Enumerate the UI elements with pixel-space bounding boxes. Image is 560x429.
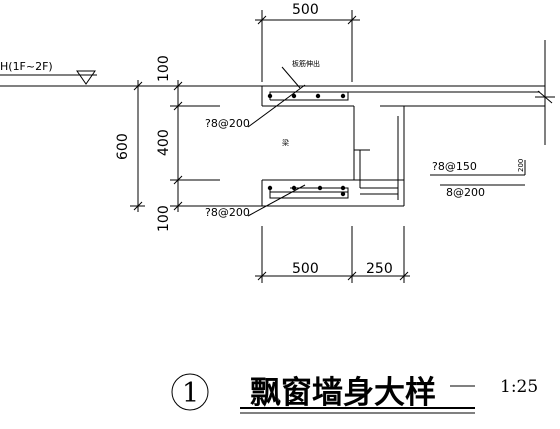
- detail-number: 1: [182, 378, 199, 409]
- top-width-dim: 500: [292, 2, 319, 18]
- hook-length-dim: 200: [517, 159, 525, 172]
- mid-height-dim: 400: [156, 129, 172, 156]
- detail-scale: 1:25: [500, 377, 538, 397]
- side-lower-rebar-label: 8@200: [446, 186, 485, 199]
- bottom-slab-dim: 100: [156, 205, 172, 232]
- bottom-width-dim: 500: [292, 261, 319, 277]
- bottom-extension-dim: 250: [366, 261, 393, 277]
- total-height-dim: 600: [115, 133, 131, 160]
- top-note: 板筋伸出: [292, 59, 320, 68]
- top-slab-dim: 100: [156, 55, 172, 82]
- mid-note: 梁: [282, 138, 289, 147]
- level-label: H(1F~2F): [0, 60, 53, 73]
- top-rebar-label: ?8@200: [205, 117, 250, 130]
- bottom-rebar-label: ?8@200: [205, 206, 250, 219]
- side-rebar-label: ?8@150: [432, 160, 477, 173]
- detail-title: 飘窗墙身大样: [250, 375, 436, 411]
